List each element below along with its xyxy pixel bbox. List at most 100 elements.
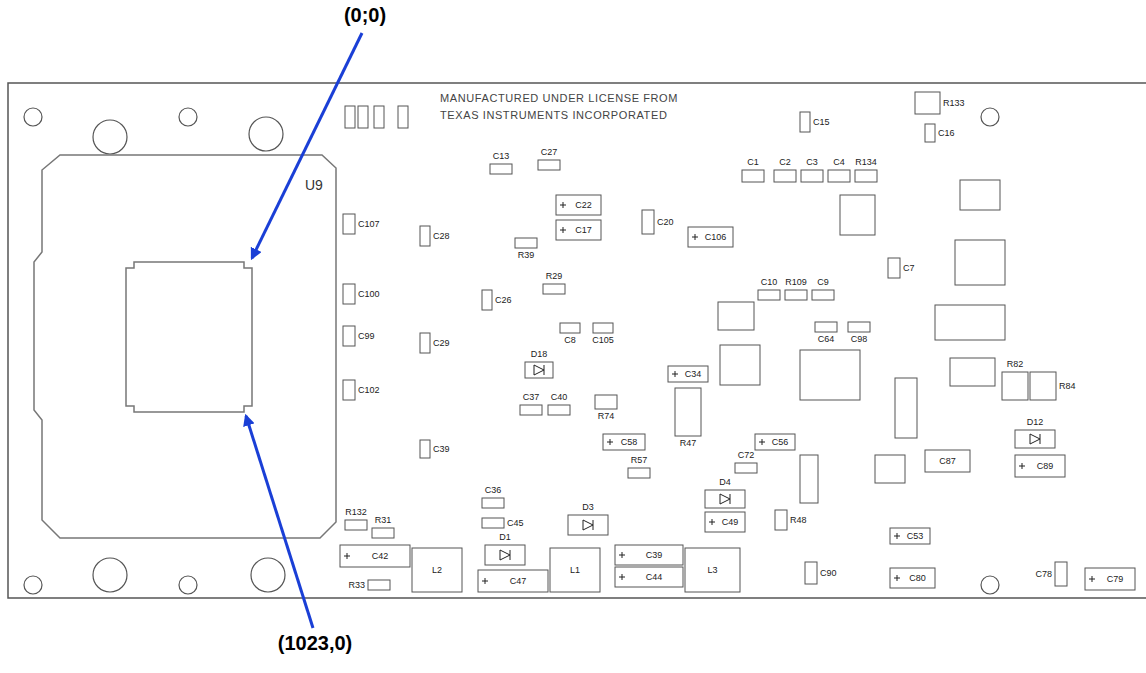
reference-designator: C58 — [621, 438, 638, 447]
component-footprint — [848, 322, 870, 332]
component-footprint — [343, 326, 355, 346]
resistor-footprint — [345, 106, 355, 128]
component-footprint — [774, 170, 796, 182]
component-footprint — [543, 284, 565, 294]
polarity-mark — [560, 202, 566, 208]
pad-outline — [478, 570, 548, 592]
reference-designator: D4 — [719, 478, 731, 487]
pad-outline — [1015, 430, 1055, 448]
component-footprint — [925, 450, 970, 472]
polarity-mark — [1089, 576, 1095, 582]
pad-outline — [1002, 372, 1028, 400]
socket-outline — [34, 155, 336, 538]
reference-designator: R31 — [375, 516, 392, 525]
polarity-mark — [344, 553, 350, 559]
reference-designator: C4 — [833, 158, 845, 167]
reference-designator: C90 — [820, 569, 837, 578]
component-footprint — [688, 227, 733, 247]
pad-outline — [548, 405, 570, 415]
reference-designator: D1 — [499, 533, 511, 542]
reference-designator: C98 — [851, 335, 868, 344]
reference-designator: C79 — [1107, 575, 1124, 584]
component-footprint — [515, 238, 537, 248]
reference-designator: C64 — [818, 335, 835, 344]
reference-designator: D12 — [1027, 418, 1044, 427]
polarity-mark — [607, 439, 613, 445]
reference-designator: R47 — [680, 439, 697, 448]
component-footprint — [560, 323, 580, 333]
reference-designator: C47 — [510, 577, 527, 586]
component-footprint — [800, 112, 810, 132]
pad-outline — [685, 548, 740, 592]
component-footprint — [628, 468, 650, 478]
pad-outline — [482, 518, 504, 528]
reference-designator: C87 — [939, 457, 956, 466]
reference-designator: C42 — [372, 552, 389, 561]
component-footprint — [525, 362, 553, 378]
pad-outline — [925, 124, 935, 142]
reference-designator: R109 — [785, 278, 807, 287]
component-footprint — [642, 210, 654, 234]
reference-designator: C27 — [541, 148, 558, 157]
pad-outline — [343, 284, 355, 304]
component-footprint — [593, 323, 613, 333]
reference-designator: R29 — [546, 272, 563, 281]
polarity-mark — [619, 574, 625, 580]
reference-designator: C16 — [938, 129, 955, 138]
resistor-array — [720, 345, 760, 385]
reference-designator: R33 — [348, 581, 365, 590]
silkscreen-note: TEXAS INSTRUMENTS INCORPORATED — [440, 110, 667, 121]
resistor-footprint — [358, 106, 368, 128]
reference-designator: C106 — [705, 233, 727, 242]
component-footprint — [615, 545, 683, 565]
component-footprint — [735, 463, 757, 473]
pad-outline — [593, 323, 613, 333]
pad-outline — [1030, 372, 1056, 400]
pad-outline — [785, 290, 807, 300]
reference-designator: C44 — [646, 573, 663, 582]
pad-outline — [520, 405, 542, 415]
reference-designator: C8 — [564, 336, 576, 345]
mounting-hole — [179, 108, 197, 126]
polarity-mark — [482, 578, 488, 584]
mounting-hole — [981, 576, 999, 594]
resistor-footprint — [398, 106, 408, 128]
pad-outline — [775, 510, 787, 530]
pad-outline — [890, 568, 935, 588]
pad-outline — [1015, 455, 1065, 477]
diode-symbol — [534, 365, 544, 375]
reference-designator: C9 — [817, 278, 829, 287]
component-footprint — [548, 405, 570, 415]
socket-window — [126, 262, 252, 412]
pad-outline — [340, 545, 410, 567]
component-footprint — [420, 333, 430, 353]
socket-hole — [93, 120, 127, 154]
component-footprint — [478, 570, 548, 592]
reference-designator: C56 — [772, 438, 789, 447]
pad-outline — [560, 323, 580, 333]
component-footprint — [705, 490, 745, 508]
pad-outline — [1085, 568, 1135, 590]
component-footprint — [1015, 430, 1055, 448]
reference-designator: C39 — [646, 551, 663, 560]
pad-outline — [890, 528, 930, 544]
pad-outline — [668, 366, 708, 382]
pad-outline — [482, 498, 504, 508]
diode-symbol — [720, 494, 730, 504]
reference-designator: C107 — [358, 220, 380, 229]
component-footprint — [1030, 372, 1056, 400]
component-footprint — [888, 258, 900, 278]
reference-designator: D18 — [531, 350, 548, 359]
reference-designator: C78 — [1035, 570, 1052, 579]
part-label: U9 — [305, 178, 323, 192]
polarity-mark — [759, 439, 765, 445]
pad-outline — [735, 463, 757, 473]
coordinate-label: (0;0) — [344, 5, 386, 25]
reference-designator: C10 — [761, 278, 778, 287]
silkscreen-note: MANUFACTURED UNDER LICENSE FROM — [440, 93, 678, 104]
socket-hole — [251, 558, 285, 592]
component-footprint — [805, 562, 817, 584]
pad-outline — [848, 322, 870, 332]
pad-outline — [490, 164, 512, 174]
pad-outline — [615, 545, 683, 565]
